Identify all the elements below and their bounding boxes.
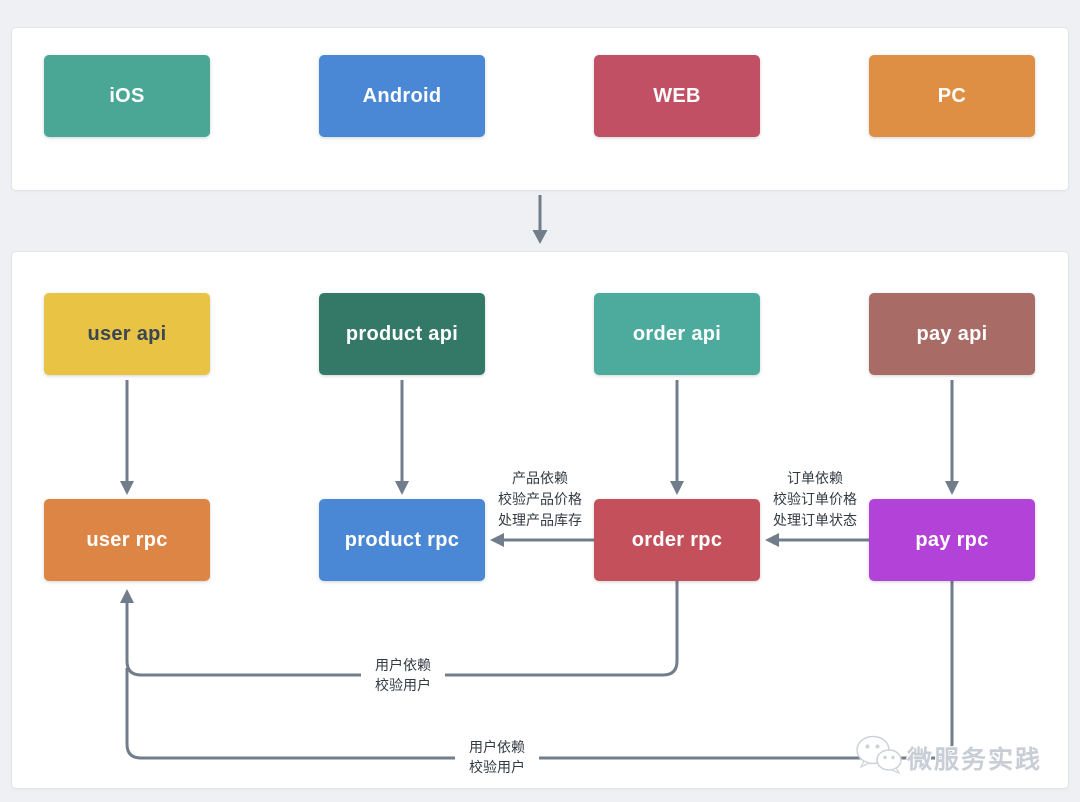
watermark-text: 微服务实践 xyxy=(907,745,1043,774)
api-box-order: order api xyxy=(594,293,760,375)
edge-label-line: 校验用户 xyxy=(375,677,431,693)
edge-label-user-dependency-order: 用户依赖 校验用户 xyxy=(361,655,445,695)
edge-label-order-dependency: 订单依赖 校验订单价格 处理订单状态 xyxy=(765,468,865,531)
api-box-product: product api xyxy=(319,293,485,375)
edge-label-user-dependency-pay: 用户依赖 校验用户 xyxy=(455,737,539,777)
watermark: 微服务实践 xyxy=(854,732,1042,783)
edge-label-line: 用户依赖 xyxy=(375,657,431,673)
api-box-user: user api xyxy=(44,293,210,375)
rpc-box-product: product rpc xyxy=(319,499,485,581)
api-box-pay: pay api xyxy=(869,293,1035,375)
edge-label-line: 处理产品库存 xyxy=(498,512,582,528)
wechat-icon xyxy=(854,732,904,783)
edge-label-line: 校验产品价格 xyxy=(498,491,582,507)
rpc-box-order: order rpc xyxy=(594,499,760,581)
edge-label-line: 处理订单状态 xyxy=(773,512,857,528)
client-box-pc: PC xyxy=(869,55,1035,137)
edge-label-line: 用户依赖 xyxy=(469,739,525,755)
client-box-ios: iOS xyxy=(44,55,210,137)
rpc-box-pay: pay rpc xyxy=(869,499,1035,581)
rpc-box-user: user rpc xyxy=(44,499,210,581)
edge-label-line: 产品依赖 xyxy=(512,470,568,486)
client-box-android: Android xyxy=(319,55,485,137)
edge-label-product-dependency: 产品依赖 校验产品价格 处理产品库存 xyxy=(490,468,590,531)
client-box-web: WEB xyxy=(594,55,760,137)
edge-label-line: 校验订单价格 xyxy=(773,491,857,507)
edge-label-line: 订单依赖 xyxy=(787,470,843,486)
edge-clients-to-services xyxy=(532,195,548,244)
edge-label-line: 校验用户 xyxy=(469,759,525,775)
